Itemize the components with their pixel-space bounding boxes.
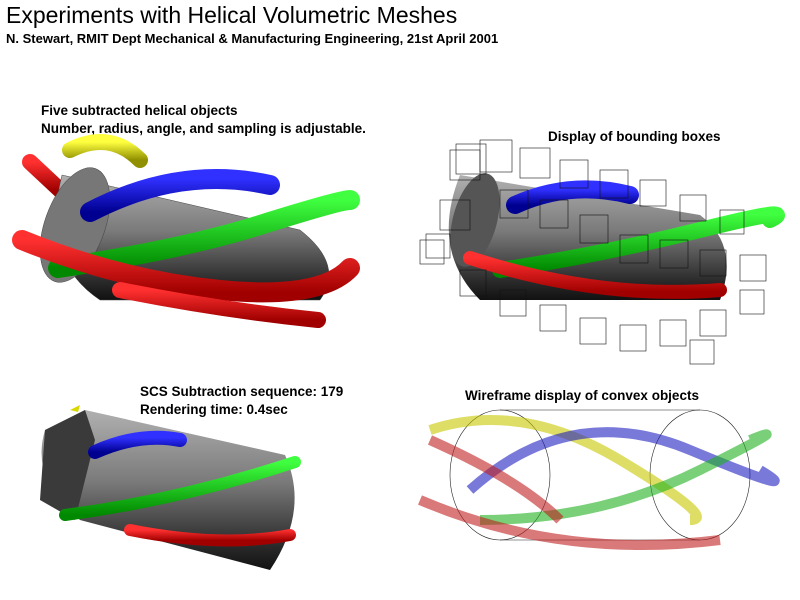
page-subtitle: N. Stewart, RMIT Dept Mechanical & Manuf… [6,31,499,46]
bottom-right-caption: Wireframe display of convex objects [465,388,699,403]
top-left-caption-line1: Five subtracted helical objects [41,103,238,118]
top-right-caption: Display of bounding boxes [548,129,721,144]
page-title: Experiments with Helical Volumetric Mesh… [6,2,458,28]
top-left-render [12,134,360,328]
bottom-left-render [40,405,301,570]
top-left-caption-line2: Number, radius, angle, and sampling is a… [41,121,366,136]
top-right-render [419,139,785,365]
bottom-left-caption-line2: Rendering time: 0.4sec [140,402,288,417]
bottom-right-render [418,409,780,550]
bottom-left-caption-line1: SCS Subtraction sequence: 179 [140,384,344,399]
